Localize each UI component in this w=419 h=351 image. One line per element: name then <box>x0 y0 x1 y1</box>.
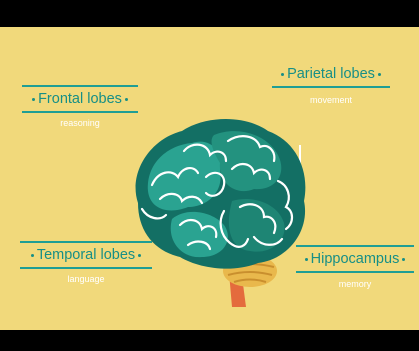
bullet-dot <box>31 254 34 257</box>
divider <box>296 245 414 247</box>
frontal-lobes-title: Frontal lobes <box>38 91 122 107</box>
parietal-lobes-title: Parietal lobes <box>287 66 375 82</box>
parietal-lobes-subtitle: movement <box>272 94 390 106</box>
bullet-dot <box>125 98 128 101</box>
hippocampus-subtitle: memory <box>296 278 414 290</box>
label-frontal-lobes: Frontal lobes reasoning <box>22 85 138 129</box>
divider <box>272 86 390 88</box>
label-parietal-lobes: Parietal lobes movement <box>272 65 390 106</box>
bullet-dot <box>32 98 35 101</box>
brain-illustration <box>128 111 310 311</box>
hippocampus-title: Hippocampus <box>311 251 400 267</box>
divider <box>22 111 138 113</box>
frontal-lobes-subtitle: reasoning <box>22 117 138 129</box>
bullet-dot <box>281 73 284 76</box>
cerebrum <box>136 119 306 269</box>
label-hippocampus: Hippocampus memory <box>296 245 414 290</box>
temporal-lobes-title: Temporal lobes <box>37 247 135 263</box>
bullet-dot <box>378 73 381 76</box>
bullet-dot <box>402 258 405 261</box>
divider <box>22 85 138 87</box>
diagram-panel: Frontal lobes reasoning Parietal lobes m… <box>0 27 419 330</box>
divider <box>296 271 414 273</box>
